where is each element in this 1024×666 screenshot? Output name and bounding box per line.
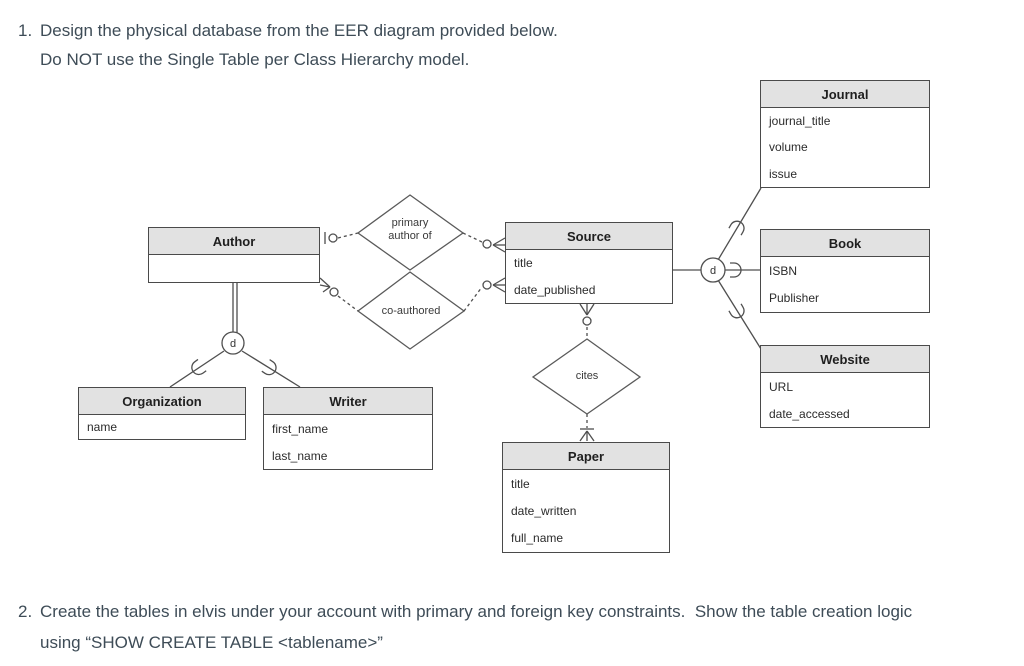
diamond-co-authored xyxy=(356,271,466,350)
entity-source-title: Source xyxy=(506,223,672,250)
question-2-number: 2. xyxy=(18,602,33,621)
entity-writer-title: Writer xyxy=(264,388,432,415)
question-1: 1. Design the physical database from the… xyxy=(18,16,1008,74)
relationship-diamonds xyxy=(356,194,642,415)
entity-journal-title: Journal xyxy=(761,81,929,108)
entity-website: Website URL date_accessed xyxy=(760,345,930,428)
entity-author: Author xyxy=(148,227,320,283)
entity-attribute: date_published xyxy=(514,282,596,297)
entity-author-attributes xyxy=(149,255,319,282)
question-2-line-2: using “SHOW CREATE TABLE <tablename>” xyxy=(40,633,383,652)
entity-attribute: journal_title xyxy=(769,114,831,129)
cardinality-paper-cites xyxy=(579,414,595,442)
subset-symbol-journal xyxy=(728,220,745,236)
entity-attribute: volume xyxy=(769,140,808,155)
cardinality-source-coauthored xyxy=(463,277,506,312)
entity-organization: Organization name xyxy=(78,387,246,440)
relationship-label-line-1: cites xyxy=(575,370,599,382)
entity-attribute: last_name xyxy=(272,448,328,463)
entity-attribute: first_name xyxy=(272,421,329,436)
entity-journal-attributes: journal_title volume issue xyxy=(761,108,929,187)
specialization-label-source: d xyxy=(710,265,716,277)
entity-source-attributes: title date_published xyxy=(506,250,672,303)
entity-organization-attributes: name xyxy=(79,415,245,439)
entity-attribute: URL xyxy=(769,379,794,394)
relationship-label-co-authored: co-authored xyxy=(358,305,464,318)
relationship-label-line-1: co-authored xyxy=(381,305,441,317)
relationship-label-line-1: primary xyxy=(391,217,429,229)
entity-organization-title: Organization xyxy=(79,388,245,415)
entity-attribute: full_name xyxy=(511,531,564,546)
question-1-number: 1. xyxy=(18,21,33,40)
diamond-primary-author-of xyxy=(356,194,465,271)
entity-attribute: date_written xyxy=(511,503,577,518)
cardinality-source-cites xyxy=(579,303,595,339)
entity-writer: Writer first_name last_name xyxy=(263,387,433,470)
entity-attribute: title xyxy=(511,476,530,491)
author-specialization-double-line xyxy=(232,283,238,333)
cardinality-author-coauthored xyxy=(319,277,359,312)
question-1-line-2: Do NOT use the Single Table per Class Hi… xyxy=(40,50,470,69)
entity-attribute: ISBN xyxy=(769,263,798,278)
question-2-line-1: Create the tables in elvis under your ac… xyxy=(40,602,913,621)
question-1-line-1: Design the physical database from the EE… xyxy=(40,21,558,40)
entity-attribute: issue xyxy=(769,166,798,181)
entity-writer-attributes: first_name last_name xyxy=(264,415,432,469)
relationship-label-line-2: author of xyxy=(388,230,432,242)
relationship-label-primary-author-of: primary author of xyxy=(358,217,462,243)
question-2: 2. Create the tables in elvis under your… xyxy=(18,596,1018,658)
entity-author-title: Author xyxy=(149,228,319,255)
entity-book: Book ISBN Publisher xyxy=(760,229,930,313)
entity-paper-title: Paper xyxy=(503,443,669,470)
subset-symbol-writer xyxy=(261,359,277,376)
entity-website-title: Website xyxy=(761,346,929,373)
entity-attribute: title xyxy=(514,256,533,271)
entity-source: Source title date_published xyxy=(505,222,673,304)
subset-symbol-book xyxy=(730,262,742,278)
author-subclass-lines xyxy=(169,350,301,388)
entity-journal: Journal journal_title volume issue xyxy=(760,80,930,188)
entity-attribute: date_accessed xyxy=(769,406,850,421)
source-subclass-lines xyxy=(673,187,762,350)
specialization-circle-source xyxy=(700,257,726,283)
entity-website-attributes: URL date_accessed xyxy=(761,373,929,427)
specialization-label-author: d xyxy=(230,338,236,350)
subset-symbol-website xyxy=(728,303,745,319)
cardinality-author-primary xyxy=(324,232,359,244)
cardinality-source-primary xyxy=(462,232,506,253)
question-1-text: Design the physical database from the EE… xyxy=(40,16,1008,74)
entity-book-attributes: ISBN Publisher xyxy=(761,257,929,312)
relationship-label-cites: cites xyxy=(535,370,639,383)
entity-book-title: Book xyxy=(761,230,929,257)
entity-paper: Paper title date_written full_name xyxy=(502,442,670,553)
subset-symbol-organization xyxy=(191,358,207,376)
question-2-text: Create the tables in elvis under your ac… xyxy=(40,596,1018,658)
entity-paper-attributes: title date_written full_name xyxy=(503,470,669,552)
entity-attribute: name xyxy=(87,420,118,434)
specialization-circle-author xyxy=(221,331,245,355)
entity-attribute: Publisher xyxy=(769,291,820,306)
